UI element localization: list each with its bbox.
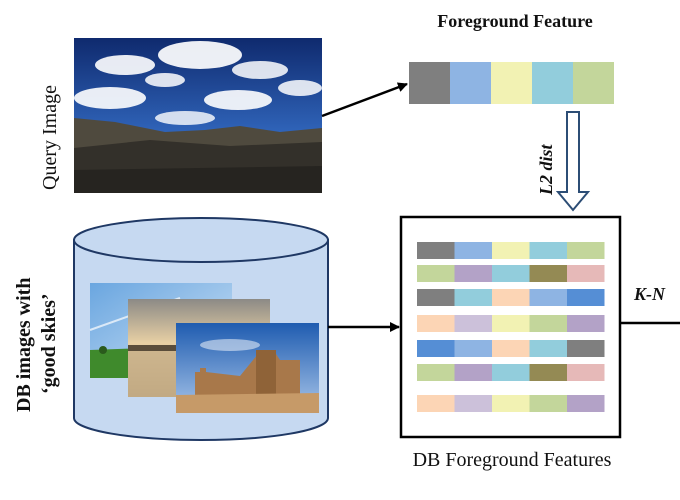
feature-cell-cyan xyxy=(454,289,492,306)
l2-dist-label: L2 dist xyxy=(536,143,556,196)
feature-cell-olive xyxy=(529,364,567,381)
feature-cell-peach xyxy=(492,289,530,306)
feature-cell-royal xyxy=(417,340,455,357)
feature-cell-yellow xyxy=(492,315,530,332)
db-feature-row xyxy=(417,242,605,259)
feature-cell-gray xyxy=(567,340,605,357)
feature-cell-gray xyxy=(409,62,450,104)
feature-cell-gray xyxy=(417,289,455,306)
db-foreground-features-label: DB Foreground Features xyxy=(413,449,612,471)
feature-cell-green xyxy=(529,395,567,412)
query-feature-vector xyxy=(409,62,614,104)
foreground-feature-label: Foreground Feature xyxy=(437,11,593,31)
feature-cell-yellow xyxy=(492,395,530,412)
db-images-label-line2: ‘good skies’ xyxy=(38,293,60,394)
feature-cell-blue xyxy=(454,242,492,259)
feature-cell-cyan xyxy=(492,265,530,282)
l2-dist-arrow xyxy=(555,111,591,212)
query-feature-row xyxy=(409,62,614,104)
db-feature-row xyxy=(417,265,605,282)
feature-cell-yellow xyxy=(492,242,530,259)
feature-cell-green xyxy=(529,315,567,332)
feature-cell-peach xyxy=(492,340,530,357)
feature-cell-green xyxy=(417,364,455,381)
db-feature-row xyxy=(417,289,605,306)
feature-cell-green xyxy=(567,242,605,259)
db-feature-vectors xyxy=(417,242,605,412)
db-images-label-line1: DB images with xyxy=(13,278,35,412)
feature-cell-royal xyxy=(567,289,605,306)
feature-cell-blue xyxy=(454,340,492,357)
feature-cell-purple xyxy=(567,315,605,332)
feature-cell-blue xyxy=(450,62,491,104)
feature-cell-green xyxy=(573,62,614,104)
feature-cell-purple xyxy=(567,395,605,412)
db-feature-row xyxy=(417,395,605,412)
feature-cell-blue xyxy=(529,289,567,306)
feature-cell-cyan xyxy=(529,242,567,259)
feature-cell-lavender xyxy=(454,395,492,412)
feature-cell-purple xyxy=(454,364,492,381)
feature-cell-pink xyxy=(567,265,605,282)
query-to-feature-arrow xyxy=(321,82,408,118)
feature-cell-peach xyxy=(417,395,455,412)
feature-cell-cyan xyxy=(529,340,567,357)
db-feature-row xyxy=(417,364,605,381)
feature-cell-cyan xyxy=(492,364,530,381)
feature-cell-gray xyxy=(417,242,455,259)
feature-cell-peach xyxy=(417,315,455,332)
feature-cell-cyan xyxy=(532,62,573,104)
knn-label: K-N xyxy=(633,284,666,304)
query-image-label: Query Image xyxy=(39,85,61,190)
feature-cell-yellow xyxy=(491,62,532,104)
db-image-fortress xyxy=(176,323,319,413)
query-image xyxy=(74,38,322,193)
db-feature-row xyxy=(417,315,605,332)
feature-cell-purple xyxy=(454,265,492,282)
feature-cell-olive xyxy=(529,265,567,282)
feature-cell-lavender xyxy=(454,315,492,332)
db-feature-row xyxy=(417,340,605,357)
feature-cell-green xyxy=(417,265,455,282)
feature-cell-pink xyxy=(567,364,605,381)
